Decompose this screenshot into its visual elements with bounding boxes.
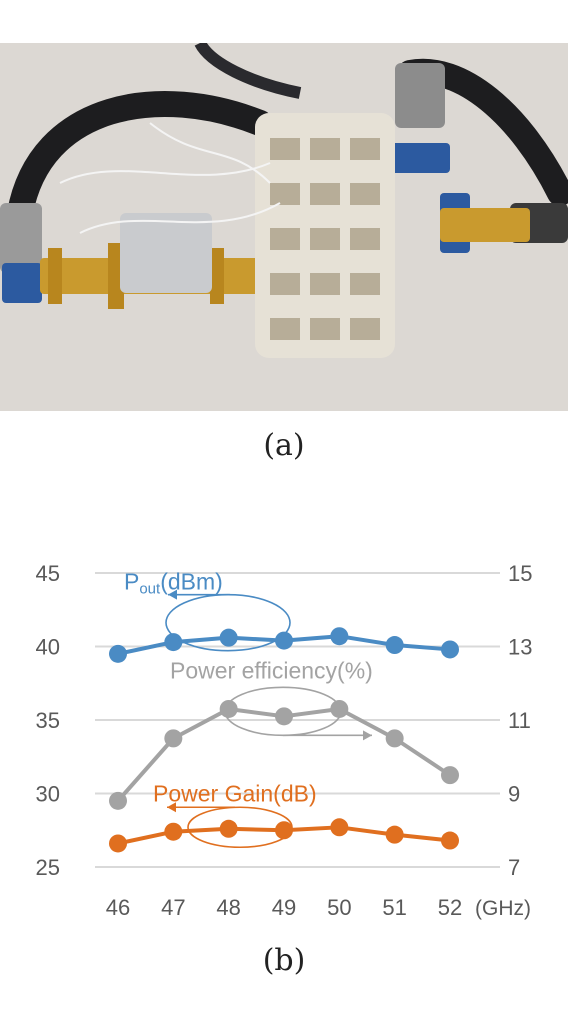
x-tick-label: 51 (382, 895, 406, 920)
caption-b: (b) (262, 943, 306, 978)
caption-a: (a) (263, 428, 305, 463)
right-tick-label: 9 (508, 782, 520, 807)
waveguide-amplifier-module-photo-icon (0, 39, 568, 411)
arrow-gain-head (167, 802, 176, 813)
data-point-gain (275, 821, 293, 840)
left-tick-label: 30 (36, 782, 60, 807)
arrow-pout-head (168, 589, 177, 600)
data-point-efficiency (385, 729, 404, 748)
data-point-efficiency (164, 729, 183, 748)
right-tick-label: 15 (508, 561, 532, 586)
x-tick-label: 46 (106, 895, 130, 920)
series-label-gain: Power Gain(dB) (153, 780, 317, 806)
amplifier-photo (0, 39, 568, 411)
data-point-gain (441, 831, 459, 850)
ellipse-gain (187, 806, 293, 849)
data-point-efficiency (219, 699, 238, 718)
arrow-efficiency-head (363, 730, 372, 741)
series-label-efficiency: Power efficiency(%) (170, 657, 373, 683)
x-tick-label: 47 (161, 895, 185, 920)
data-point-gain (330, 818, 349, 837)
left-tick-label: 45 (36, 561, 60, 586)
x-tick-label: 52 (438, 895, 462, 920)
data-point-pout (385, 636, 404, 655)
data-point-pout (275, 631, 293, 650)
right-tick-label: 11 (508, 708, 531, 733)
data-point-efficiency (441, 766, 459, 785)
data-point-pout (330, 627, 349, 646)
series-label-pout: Pout(dBm) (124, 569, 223, 598)
x-unit-label: (GHz) (475, 897, 531, 920)
data-point-gain (109, 834, 127, 853)
data-point-pout (441, 640, 459, 659)
data-point-pout (219, 628, 238, 647)
data-point-efficiency (275, 707, 293, 726)
data-point-efficiency (109, 791, 127, 810)
data-point-pout (109, 644, 127, 663)
data-point-pout (164, 633, 183, 652)
data-point-gain (164, 822, 183, 841)
left-tick-label: 25 (36, 855, 60, 880)
right-tick-label: 7 (508, 855, 520, 880)
x-tick-label: 49 (272, 895, 296, 920)
left-tick-label: 35 (36, 708, 60, 733)
data-point-gain (219, 819, 238, 838)
x-tick-label: 50 (327, 895, 351, 920)
right-tick-label: 13 (508, 635, 532, 660)
left-tick-label: 40 (36, 635, 60, 660)
x-tick-label: 48 (216, 895, 240, 920)
data-point-gain (385, 825, 404, 844)
chart: Pout(dBm) Power efficiency(%) Power Gain(d… (36, 561, 533, 920)
data-point-efficiency (330, 699, 349, 718)
